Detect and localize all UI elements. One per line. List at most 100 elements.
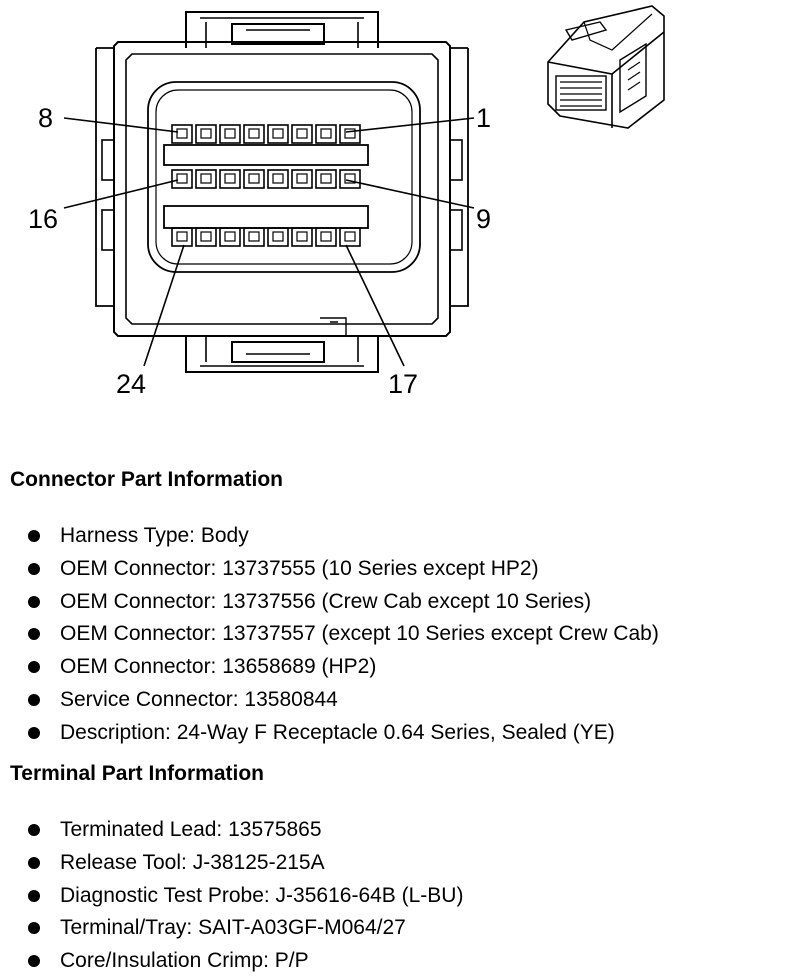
connector-info-item: OEM Connector: 13737557 (except 10 Serie… xyxy=(0,619,659,652)
terminal-contact xyxy=(176,231,188,242)
terminal-cavity xyxy=(219,124,241,144)
terminal-info-item-text: Terminal/Tray: SAIT-A03GF-M064/27 xyxy=(60,916,406,940)
connector-info-item-text: Harness Type: Body xyxy=(60,524,249,547)
terminal-cavity xyxy=(339,169,361,189)
top-latch-tab xyxy=(185,11,379,48)
bullet-icon xyxy=(28,562,40,575)
terminal-contact xyxy=(272,128,284,139)
terminal-cavity xyxy=(339,124,361,144)
terminal-cavity xyxy=(195,227,217,247)
connector-info-item-text: OEM Connector: 13737557 (except 10 Serie… xyxy=(60,622,659,646)
bullet-icon xyxy=(28,595,40,608)
connector-info-item-text: OEM Connector: 13658689 (HP2) xyxy=(60,655,377,679)
bullet-icon xyxy=(28,726,40,739)
connector-info-item-text: Description: 24-Way F Receptacle 0.64 Se… xyxy=(60,720,615,744)
connector-info-item: Description: 24-Way F Receptacle 0.64 Se… xyxy=(0,718,659,751)
terminal-contact xyxy=(200,231,212,242)
terminal-contact xyxy=(200,173,212,184)
pin-label-1: 1 xyxy=(476,103,491,133)
terminal-cavity xyxy=(267,169,289,189)
terminal-cavity xyxy=(243,124,265,144)
terminal-cavity xyxy=(219,169,241,189)
bullet-icon xyxy=(28,824,40,836)
terminal-cavity xyxy=(315,124,337,144)
bottom-latch-tab xyxy=(185,336,379,373)
terminal-cavity xyxy=(171,169,193,189)
terminal-row-1-8 xyxy=(171,124,361,144)
connector-info-item: OEM Connector: 13737555 (10 Series excep… xyxy=(0,554,659,587)
connector-housing xyxy=(113,41,451,337)
terminal-info-item: Terminal/Tray: SAIT-A03GF-M064/27 xyxy=(0,913,463,946)
terminal-row-17-24 xyxy=(171,227,361,247)
terminal-cavity xyxy=(315,227,337,247)
terminal-cavity xyxy=(267,227,289,247)
terminal-cavity xyxy=(291,169,313,189)
connector-face-diagram: 8 1 16 9 24 17 xyxy=(28,5,665,399)
terminal-contact xyxy=(224,173,236,184)
bullet-icon xyxy=(28,661,40,674)
terminal-contact xyxy=(344,231,356,242)
bullet-icon xyxy=(28,955,40,968)
connector-info-item-text: Service Connector: 13580844 xyxy=(60,687,338,711)
terminal-cavity xyxy=(171,124,193,144)
terminal-cavity xyxy=(195,169,217,189)
terminal-cavity xyxy=(291,227,313,247)
terminal-contact xyxy=(176,173,188,184)
terminal-cavity xyxy=(219,227,241,247)
terminal-contact xyxy=(320,173,332,184)
terminal-contact xyxy=(272,231,284,242)
terminal-cavity xyxy=(315,169,337,189)
terminal-part-info-heading: Terminal Part Information xyxy=(10,762,264,785)
pin-label-8: 8 xyxy=(38,103,53,133)
terminal-info-item: Core/Insulation Crimp: P/P xyxy=(0,946,463,979)
terminal-cavity xyxy=(339,227,361,247)
terminal-contact xyxy=(344,173,356,184)
terminal-contact xyxy=(224,128,236,139)
connector-info-item: Service Connector: 13580844 xyxy=(0,685,659,718)
connector-info-item: OEM Connector: 13737556 (Crew Cab except… xyxy=(0,587,659,620)
bullet-icon xyxy=(28,856,40,869)
terminal-info-item-text: Diagnostic Test Probe: J-35616-64B (L-BU… xyxy=(60,883,464,907)
pin-label-24: 24 xyxy=(116,369,146,399)
terminal-contact xyxy=(272,173,284,184)
terminal-info-item: Terminated Lead: 13575865 xyxy=(0,815,463,848)
terminal-contact xyxy=(248,173,260,184)
terminal-contact xyxy=(248,128,260,139)
terminal-contact xyxy=(200,128,212,139)
terminal-contact xyxy=(296,173,308,184)
bullet-icon xyxy=(28,922,40,935)
connector-info-item: Harness Type: Body xyxy=(0,521,659,554)
connector-info-item: OEM Connector: 13658689 (HP2) xyxy=(0,652,659,685)
terminal-contact xyxy=(176,128,188,139)
terminal-cavity xyxy=(267,124,289,144)
bullet-icon xyxy=(28,889,40,902)
connector-isometric-icon xyxy=(547,5,665,129)
terminal-info-item-text: Terminated Lead: 13575865 xyxy=(60,818,322,841)
bullet-icon xyxy=(28,693,40,706)
pin-leader-lines xyxy=(63,117,475,367)
pin-label-17: 17 xyxy=(388,369,418,399)
terminal-cavity xyxy=(171,227,193,247)
terminal-row-9-16 xyxy=(171,169,361,189)
terminal-contact xyxy=(344,128,356,139)
connector-part-info-heading: Connector Part Information xyxy=(10,468,284,491)
terminal-info-item-text: Core/Insulation Crimp: P/P xyxy=(60,949,309,973)
bullet-icon xyxy=(28,530,40,542)
terminal-cavity xyxy=(243,227,265,247)
terminal-info-item: Diagnostic Test Probe: J-35616-64B (L-BU… xyxy=(0,881,463,914)
terminal-contact xyxy=(248,231,260,242)
pin-label-9: 9 xyxy=(476,204,491,234)
terminal-contact xyxy=(296,128,308,139)
terminal-cavity xyxy=(291,124,313,144)
bullet-icon xyxy=(28,628,40,641)
terminal-contact xyxy=(320,128,332,139)
terminal-info-item: Release Tool: J-38125-215A xyxy=(0,848,463,881)
terminal-contact xyxy=(320,231,332,242)
connector-info-item-text: OEM Connector: 13737555 (10 Series excep… xyxy=(60,556,539,580)
terminal-contact xyxy=(296,231,308,242)
terminal-contact xyxy=(224,231,236,242)
terminal-info-item-text: Release Tool: J-38125-215A xyxy=(60,850,325,874)
pin-label-16: 16 xyxy=(28,204,58,234)
